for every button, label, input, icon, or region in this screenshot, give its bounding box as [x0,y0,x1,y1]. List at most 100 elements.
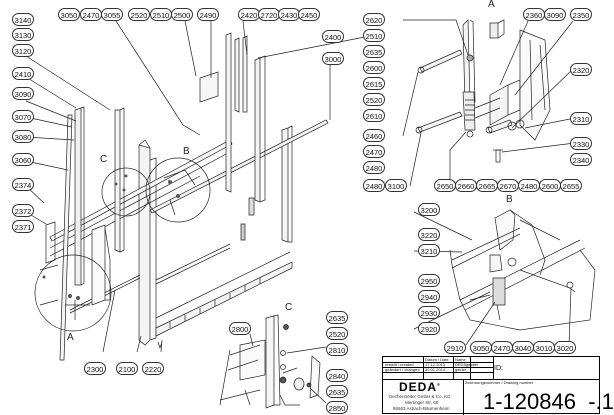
callout[interactable]: 3210 [418,244,440,257]
callout[interactable]: 3130 [12,28,34,41]
date-column-header: Datum / Date [425,357,449,362]
callout[interactable]: 2720 [258,8,280,21]
callout[interactable]: 3050 [58,8,80,21]
callout[interactable]: 3055 [101,8,123,21]
callout[interactable]: 2510 [150,8,172,21]
callout[interactable]: 2850 [326,401,348,414]
callout[interactable]: 2670 [497,179,519,192]
callout[interactable]: 2800 [229,322,251,335]
callout[interactable]: 2470 [491,341,513,354]
leader-lines-detail-A [402,19,576,187]
callout[interactable]: 2371 [12,220,34,233]
callout[interactable]: 2635 [363,45,385,58]
callout[interactable]: 2650 [434,179,456,192]
callout[interactable]: 2374 [12,178,34,191]
callout[interactable]: 2600 [363,61,385,74]
callout[interactable]: 2510 [363,29,385,42]
callout[interactable]: 2810 [326,343,348,356]
detail-label-C: C [285,302,293,313]
callout[interactable]: 2220 [142,362,164,375]
callout[interactable]: 3090 [544,8,566,21]
main-frame [45,32,329,361]
callout[interactable]: 2840 [326,369,348,382]
callout[interactable]: 2520 [363,93,385,106]
callout[interactable]: 2372 [12,204,34,217]
callout[interactable]: 2930 [418,306,440,319]
callout[interactable]: 2300 [84,362,106,375]
callout[interactable]: 2610 [363,109,385,122]
callout[interactable]: 2665 [476,179,498,192]
changed-date: 30.01.2014 [425,367,446,372]
callout[interactable]: 2490 [197,8,219,21]
callout[interactable]: 2660 [455,179,477,192]
drawing-number: 1-120846 -.1 [483,389,614,415]
company-name: Dechentreiter GmbH & Co. KG [389,394,451,399]
callout[interactable]: 2320 [570,63,592,76]
callout[interactable]: 3080 [12,130,34,143]
leader-lines-detail-C [249,333,327,404]
callout[interactable]: 2350 [570,8,592,21]
callout[interactable]: 3200 [418,203,440,216]
callout[interactable]: 2400 [322,30,344,43]
callout[interactable]: 2340 [570,153,592,166]
callout[interactable]: 2360 [523,8,545,21]
callout[interactable]: 2480 [363,179,385,192]
drawing-number-value: 1-120846 [483,389,576,414]
changed-label: geändert / changed [385,367,420,372]
callout[interactable]: 2430 [278,8,300,21]
callout[interactable]: 2480 [518,179,540,192]
callout[interactable]: 2950 [418,274,440,287]
callout[interactable]: 3140 [12,13,34,26]
detail-label-A: A [488,0,495,10]
detail-circle-C[interactable] [101,167,151,217]
callout[interactable]: 2520 [128,8,150,21]
callout[interactable]: 3050 [470,341,492,354]
callout[interactable]: 3040 [512,341,534,354]
callout[interactable]: 2600 [539,179,561,192]
title-block: Datum / Date Name erstellt / created 17.… [382,356,614,415]
callout[interactable]: 3010 [533,341,555,354]
callout[interactable]: 2470 [363,145,385,158]
changed-name: gelder [455,367,467,372]
callout[interactable]: 2620 [363,13,385,26]
callout[interactable]: 2450 [298,8,320,21]
company-city: 86663 Asbach-Bäumenheim [393,406,450,411]
callout[interactable]: 2460 [363,129,385,142]
callout[interactable]: 2655 [560,179,582,192]
callout[interactable]: 2635 [326,385,348,398]
callout[interactable]: 2330 [570,137,592,150]
detail-label-A-main: A [67,332,74,343]
detail-label-B-main: B [183,146,190,157]
callout[interactable]: 2520 [326,327,348,340]
callout[interactable]: 3060 [12,153,34,166]
callout[interactable]: 3000 [322,52,344,65]
callout[interactable]: 2420 [238,8,260,21]
detail-A-drawing [415,19,551,163]
callout[interactable]: 2100 [116,362,138,375]
callout[interactable]: 2635 [326,311,348,324]
company-logo: DEDA® [399,380,441,394]
callout[interactable]: 3090 [12,87,34,100]
callout[interactable]: 2920 [418,322,440,335]
callout[interactable]: 2910 [444,341,466,354]
callout[interactable]: 2480 [363,161,385,174]
callout[interactable]: 2940 [418,290,440,303]
revision: -.1 [588,389,614,414]
callout[interactable]: 2500 [171,8,193,21]
detail-C-drawing [219,314,321,409]
logo-text: DEDA [399,380,438,394]
callout[interactable]: 3120 [12,44,34,57]
id-label: ID: [494,365,503,372]
detail-circle-B[interactable] [145,157,211,223]
callout[interactable]: 3100 [385,179,407,192]
callout[interactable]: 2410 [12,67,34,80]
callout[interactable]: 3020 [554,341,576,354]
callout[interactable]: 2615 [363,77,385,90]
callout[interactable]: 2310 [570,112,592,125]
created-label: erstellt / created [385,362,414,367]
company-street: Mertinger Str. 60 [405,400,439,405]
callout[interactable]: 2470 [80,8,102,21]
callout[interactable]: 3220 [418,228,440,241]
detail-circle-A[interactable] [34,254,112,332]
callout[interactable]: 3070 [12,110,34,123]
